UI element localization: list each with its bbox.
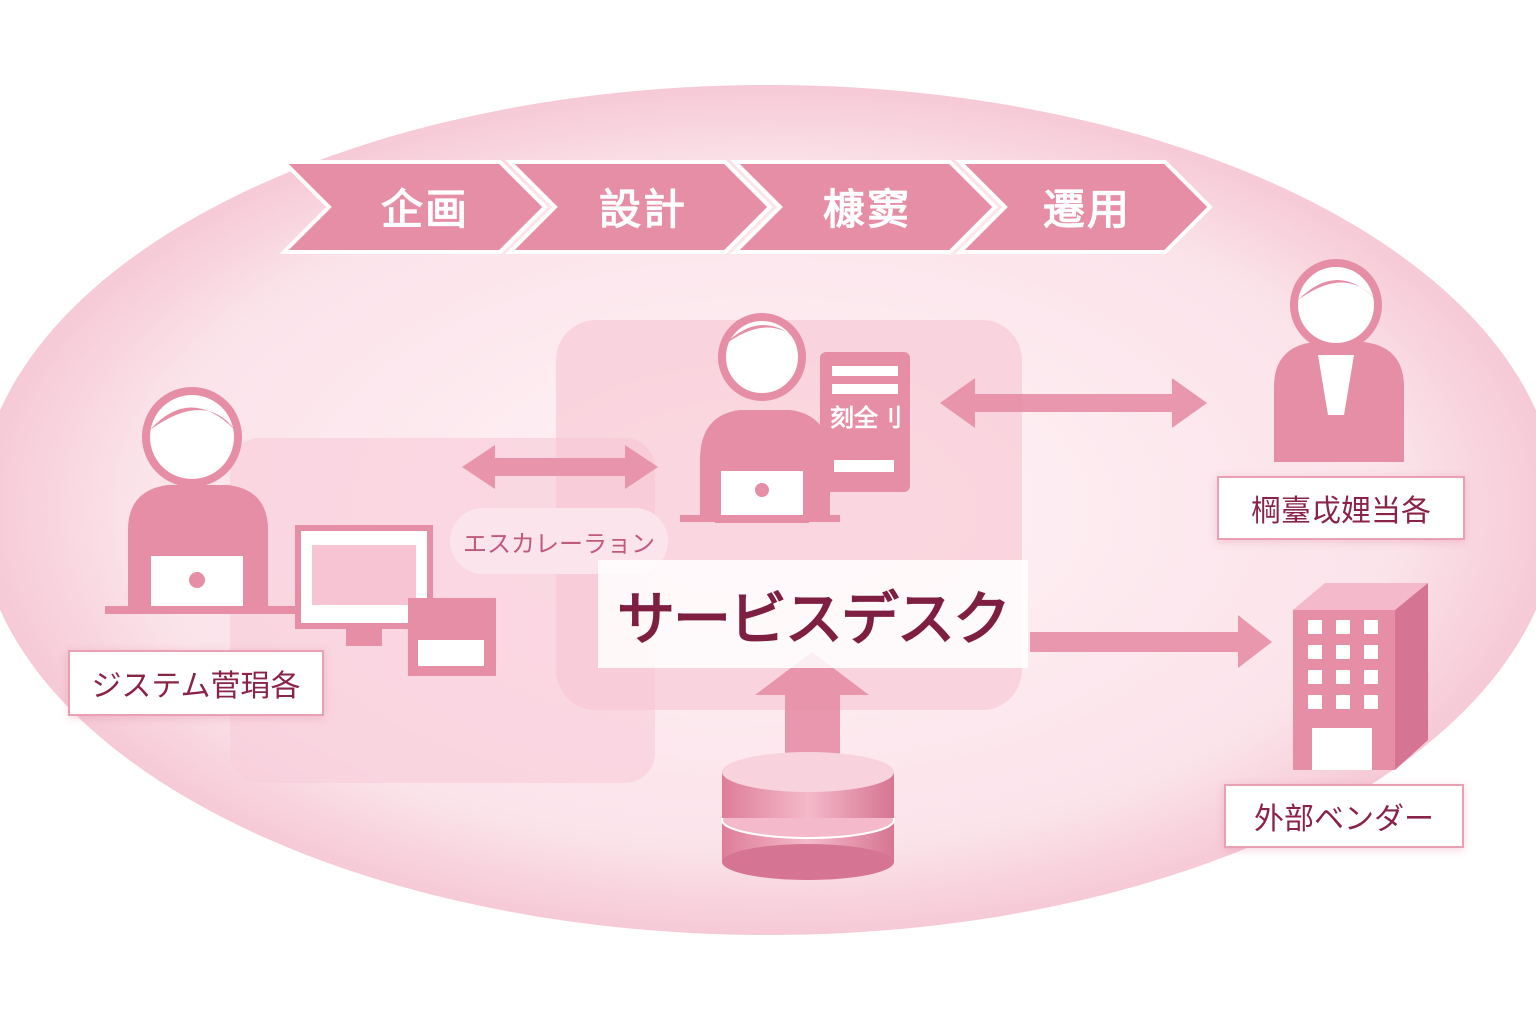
database-icon: [721, 752, 895, 880]
business-user-person-icon: [1274, 259, 1404, 462]
step-build: 槺窦: [822, 184, 911, 234]
step-design: 設計: [598, 184, 687, 234]
building-icon: [1293, 583, 1428, 770]
step-operation: 遷用: [1042, 184, 1131, 234]
vendor-arrow: [1030, 615, 1272, 668]
external-vendor-label: 外部ベンダー: [1224, 784, 1464, 848]
escalation-double-arrow: [462, 445, 658, 489]
database-up-arrow: [755, 652, 869, 760]
computer-icon: [295, 525, 496, 676]
service-desk-title: サービスデスク: [598, 560, 1028, 668]
system-admin-label: ジステム菅琄各: [68, 650, 324, 716]
document-icon: [820, 352, 910, 492]
document-label: 刻全刂: [830, 404, 902, 432]
process-chevrons: [279, 160, 1213, 254]
business-user-label: 棡臺戉娌当各: [1217, 476, 1465, 540]
step-planning: 企画: [380, 184, 469, 234]
service-desk-agent-icon: [680, 313, 840, 523]
user-double-arrow: [940, 378, 1207, 428]
system-admin-person-icon: [105, 387, 295, 614]
